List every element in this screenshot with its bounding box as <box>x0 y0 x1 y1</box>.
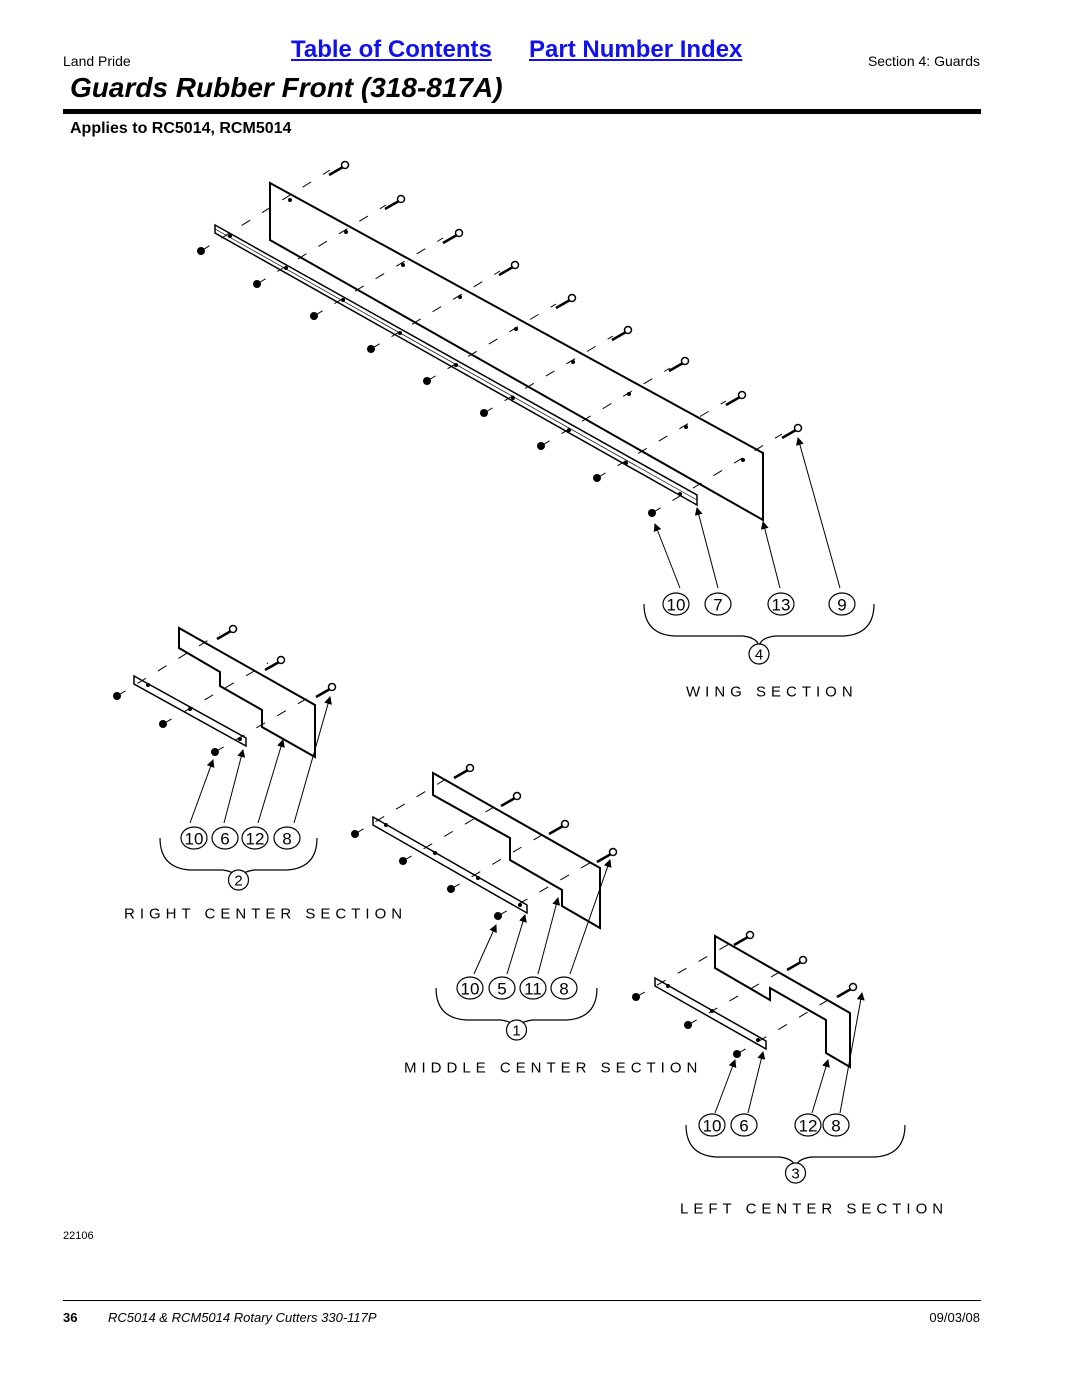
middle-center-callout-10: 10 <box>461 980 480 999</box>
right-center-callout-10-bubble <box>180 826 208 850</box>
left-center-callout-12-bubble <box>794 1113 822 1137</box>
brand-name: Land Pride <box>63 53 131 69</box>
left-center-section-drawing <box>632 930 865 1114</box>
right-center-section-drawing <box>113 624 337 824</box>
figure-number: 22106 <box>63 1230 94 1242</box>
middle-center-callout-11: 11 <box>524 980 542 999</box>
left-center-callout-6: 6 <box>739 1117 748 1136</box>
left-center-callout-12: 12 <box>799 1117 818 1136</box>
wing-callout-9-bubble <box>828 592 856 616</box>
left-center-callout-8-bubble <box>822 1113 850 1137</box>
left-center-assembly-bubble <box>784 1162 807 1184</box>
right-center-callout-8-bubble <box>273 826 301 850</box>
middle-center-assembly-number: 1 <box>512 1023 520 1040</box>
section-label: Section 4: Guards <box>867 53 980 69</box>
right-center-label: RIGHT CENTER SECTION <box>124 906 407 923</box>
footer-document-title: RC5014 & RCM5014 Rotary Cutters 330-117P <box>108 1310 377 1325</box>
wing-callout-13-bubble <box>767 592 795 616</box>
middle-center-callout-8: 8 <box>559 980 568 999</box>
wing-callout-10-bubble <box>662 592 690 616</box>
title-rule <box>63 109 981 114</box>
wing-assembly-number: 4 <box>755 647 763 664</box>
page-title: Guards Rubber Front (318-817A) <box>70 72 503 103</box>
middle-center-callout-10-bubble <box>456 976 484 1000</box>
middle-center-section-drawing <box>351 763 618 975</box>
table-of-contents-link[interactable]: Table of Contents <box>291 36 492 63</box>
right-center-callout-12-bubble <box>241 826 269 850</box>
right-center-callout-8: 8 <box>282 830 291 849</box>
wing-callout-10: 10 <box>667 596 686 615</box>
left-center-assembly-number: 3 <box>791 1166 799 1183</box>
left-center-label: LEFT CENTER SECTION <box>680 1201 948 1218</box>
middle-center-callout-5-bubble <box>488 976 516 1000</box>
footer-date: 09/03/08 <box>929 1310 980 1325</box>
middle-center-callout-5: 5 <box>497 980 506 999</box>
right-center-callout-6: 6 <box>220 830 229 849</box>
right-center-callout-6-bubble <box>211 826 239 850</box>
right-center-assembly-number: 2 <box>234 873 242 890</box>
wing-callout-13: 13 <box>772 596 791 615</box>
wing-callout-7: 7 <box>713 596 722 615</box>
right-center-callout-10: 10 <box>185 830 204 849</box>
middle-center-callout-11-bubble <box>519 976 547 1000</box>
footer-rule <box>63 1300 981 1301</box>
applies-to-label: Applies to RC5014, RCM5014 <box>70 120 292 137</box>
middle-center-callout-8-bubble <box>550 976 578 1000</box>
left-center-callout-6-bubble <box>730 1113 758 1137</box>
wing-assembly-bubble <box>748 643 770 665</box>
left-center-callout-10-bubble <box>698 1113 726 1137</box>
left-center-callout-10: 10 <box>703 1117 722 1136</box>
wing-label: WING SECTION <box>686 684 858 701</box>
left-center-callout-8: 8 <box>831 1117 840 1136</box>
middle-center-assembly-bubble <box>505 1019 528 1041</box>
middle-center-label: MIDDLE CENTER SECTION <box>404 1060 702 1077</box>
wing-callout-9: 9 <box>837 596 846 615</box>
wing-section-drawing <box>197 160 841 589</box>
right-center-assembly-bubble <box>227 869 250 891</box>
wing-callout-7-bubble <box>704 592 732 616</box>
right-center-callout-12: 12 <box>246 830 265 849</box>
part-number-index-link[interactable]: Part Number Index <box>529 36 743 63</box>
footer-page-number: 36 <box>63 1310 78 1325</box>
